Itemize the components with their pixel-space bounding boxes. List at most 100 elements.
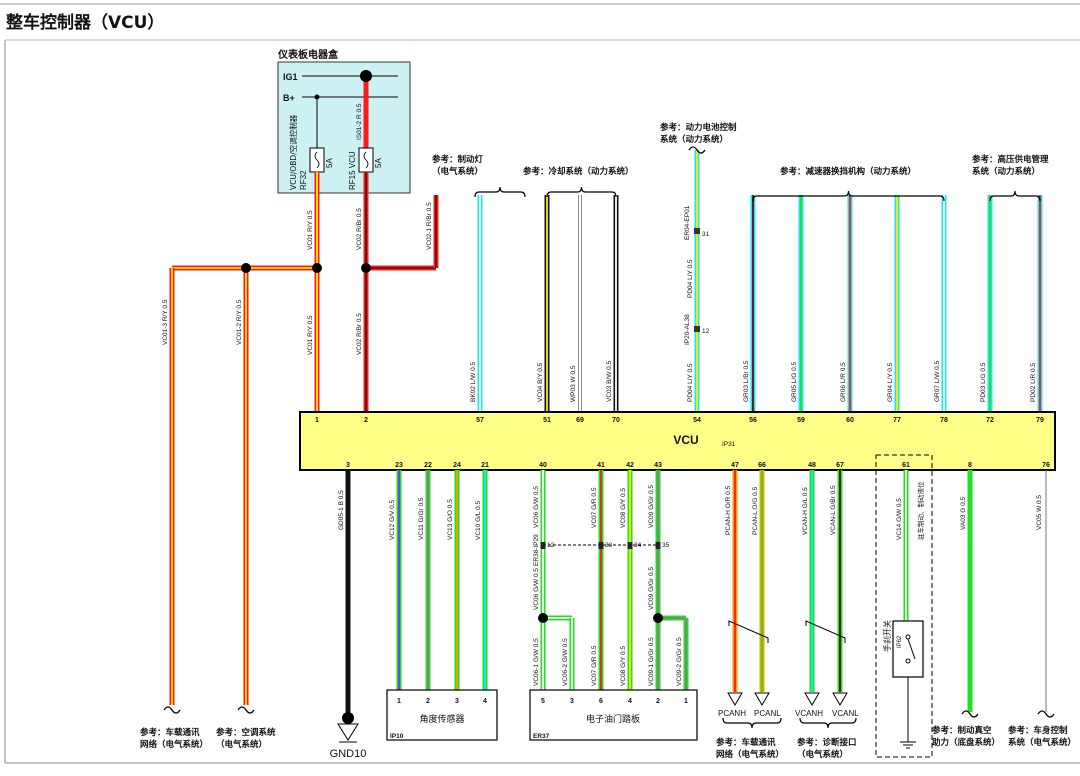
wire-note: 驻车制动、制动液位 xyxy=(916,481,925,540)
splice-pin: 34 xyxy=(634,542,642,549)
pin-number: 47 xyxy=(731,462,739,469)
pin-number: 66 xyxy=(758,462,766,469)
pin-number: 2 xyxy=(656,698,660,705)
pin-number: 51 xyxy=(543,417,551,424)
splice-terminal xyxy=(694,326,700,332)
wire-label: VC09 G/Gr 0.5 xyxy=(648,567,655,610)
vcu-connector xyxy=(299,411,1056,471)
pin-number: 78 xyxy=(940,417,948,424)
splice-node xyxy=(360,70,372,82)
splice-connector: IP20-AL38 xyxy=(684,314,691,345)
wire-label: VC07 G/R 0.5 xyxy=(591,487,598,528)
reference-label: 参考：空调系统 xyxy=(216,727,276,738)
pin-number: 76 xyxy=(1042,462,1050,469)
pin-number: 4 xyxy=(483,698,487,705)
reference-label: 系统（动力系统） xyxy=(660,134,728,145)
pin-number: 6 xyxy=(599,698,603,705)
splice-node xyxy=(342,712,354,724)
brace xyxy=(722,717,782,729)
wire-label: VC01-2 R/Y 0.5 xyxy=(236,299,243,345)
pin-number: 1 xyxy=(684,698,688,705)
fuse-name: RF15 VCU xyxy=(348,151,357,190)
reference-label: 系统（动力系统） xyxy=(972,166,1040,177)
angle-sensor-connector xyxy=(386,689,498,741)
splice-pin: 33 xyxy=(605,542,613,549)
fuse-element xyxy=(314,151,320,169)
splice-node xyxy=(653,613,663,623)
wire-label: GR06 L/R 0.5 xyxy=(840,362,847,402)
splice-terminal xyxy=(655,542,661,549)
fuse-rating: 5A xyxy=(325,158,334,168)
pin-number: 61 xyxy=(902,462,910,469)
reference-label: 参考：制动真空 xyxy=(932,725,992,736)
splice-node xyxy=(241,263,251,273)
reference-label: （电气系统） xyxy=(216,739,267,750)
wire-label: VCAN-H G/L 0.5 xyxy=(802,487,809,535)
ground-diode-icon xyxy=(337,723,359,741)
wire-label: PCAN-H O/R 0.5 xyxy=(725,485,732,535)
terminal-arrow-icon xyxy=(727,692,743,706)
wire-label: VC09 G/Gr 0.5 xyxy=(648,485,655,528)
wire-label: GR05 L/G 0.5 xyxy=(791,362,798,402)
wire-label: PD04 L/Y 0.5 xyxy=(687,363,694,402)
pedal-connector xyxy=(529,689,698,741)
component-name: 手刹开关 xyxy=(882,620,892,652)
page-title: 整车控制器（VCU） xyxy=(6,13,165,33)
fuse-rating: 5A xyxy=(374,158,383,168)
reference-label: 参考：冷却系统（动力系统） xyxy=(523,166,634,177)
splice-terminal xyxy=(694,228,700,234)
ig1-wire-label: IS01-2 R 0.5 xyxy=(356,103,363,140)
pin-number: 77 xyxy=(893,417,901,424)
brace xyxy=(474,186,526,198)
pin-number: 22 xyxy=(424,462,432,469)
twisted-pair-icon xyxy=(728,620,769,643)
wire-label: VC02 R/Br 0.5 xyxy=(356,208,363,250)
wire-label: VC05 W 0.5 xyxy=(1036,495,1043,530)
pin-number: 24 xyxy=(453,462,461,469)
connector-id: ER37 xyxy=(533,733,550,740)
splice-terminal xyxy=(540,542,546,549)
terminal-arrow-icon xyxy=(804,692,820,706)
wire-label: GR04 L/Y 0.5 xyxy=(887,362,894,402)
reference-label: 系统（电气系统） xyxy=(1008,737,1076,748)
pin-number: 23 xyxy=(395,462,403,469)
wire-label: PD04 L/Y 0.5 xyxy=(687,259,694,298)
pin-number: 69 xyxy=(576,417,584,424)
wire-label: VC06 G/W 0.5 xyxy=(533,486,540,528)
wire-label: VC10 G/L 0.5 xyxy=(475,500,482,540)
brace xyxy=(799,717,857,729)
wire-label: VC06 G/W 0.5 xyxy=(533,568,540,610)
splice-connector: ER38-IP29 xyxy=(533,534,540,566)
wire-label: PD02 L/R 0.5 xyxy=(1030,363,1037,402)
wire-label: PD03 L/G 0.5 xyxy=(980,362,987,402)
pin-number: 43 xyxy=(654,462,662,469)
splice-connector: ER04-EP01 xyxy=(684,205,691,240)
brace xyxy=(752,190,945,202)
wire-label: VC02-1 R/Br 0.5 xyxy=(426,202,433,250)
reference-label: 网络（电气系统） xyxy=(716,749,784,760)
switch-lever-icon xyxy=(907,638,916,660)
fuse-box-title: 仪表板电器盒 xyxy=(277,48,339,61)
splice-pin: 12 xyxy=(702,328,710,335)
splice-pin: 12 xyxy=(547,542,555,549)
rail-bplus: B+ xyxy=(283,93,295,103)
wire-label: VC08 G/Y 0.5 xyxy=(620,488,627,528)
pin-number: 79 xyxy=(1036,417,1044,424)
fuse-element xyxy=(363,151,369,169)
vcu-connector-id: IP31 xyxy=(722,441,736,448)
reference-label: 参考：制动灯 xyxy=(432,154,484,165)
terminal-arrow-icon xyxy=(754,692,770,706)
break-squiggle-icon xyxy=(961,710,979,718)
pin-number: 8 xyxy=(968,462,972,469)
reference-label: 参考：减速器换挡机构（动力系统） xyxy=(780,166,916,177)
break-squiggle-icon xyxy=(237,706,255,714)
wire-label: VC01 R/Y 0.5 xyxy=(307,210,314,250)
pin-number: 70 xyxy=(612,417,620,424)
wire-label: VC07 G/R 0.5 xyxy=(591,645,598,686)
component-name: 角度传感器 xyxy=(419,713,464,725)
reference-label: 参考：车载通讯 xyxy=(716,737,776,748)
wire-label: VC11 G/Gr 0.5 xyxy=(418,497,425,540)
pin-number: 41 xyxy=(597,462,605,469)
rail-ig1: IG1 xyxy=(283,72,298,82)
switch-contact xyxy=(905,658,911,664)
